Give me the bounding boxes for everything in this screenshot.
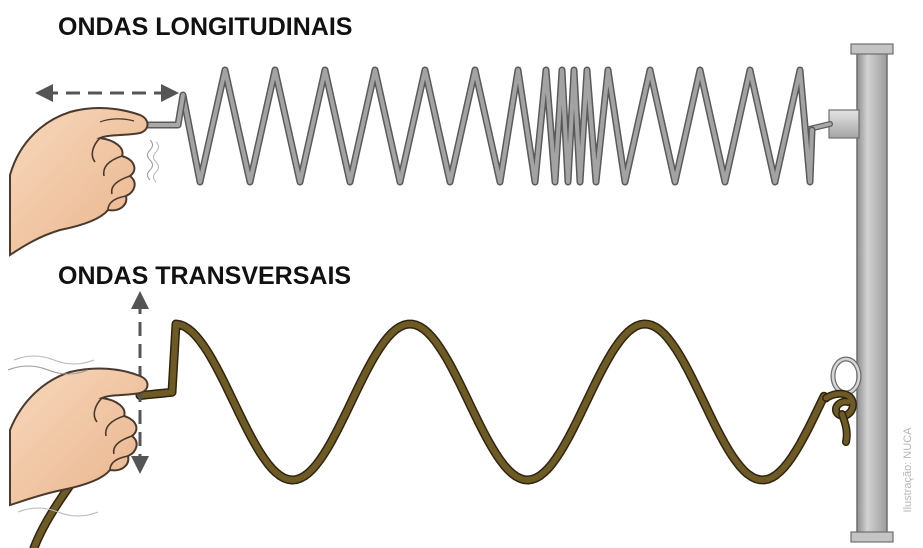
- illustration-credit: Ilustração: NUCA: [902, 427, 914, 513]
- heading-longitudinal-waves: ONDAS LONGITUDINAIS: [58, 13, 353, 41]
- spring-coil: [179, 66, 816, 186]
- rope: [135, 319, 857, 485]
- spring-wall-mount: [802, 109, 860, 139]
- heading-transverse-waves: ONDAS TRANSVERSAIS: [58, 262, 352, 290]
- rope-wall-ring: [830, 356, 862, 396]
- wall-post: [850, 43, 894, 543]
- hand-pushing-spring-icon: [9, 107, 159, 257]
- hand-shaking-rope-icon: [7, 355, 149, 517]
